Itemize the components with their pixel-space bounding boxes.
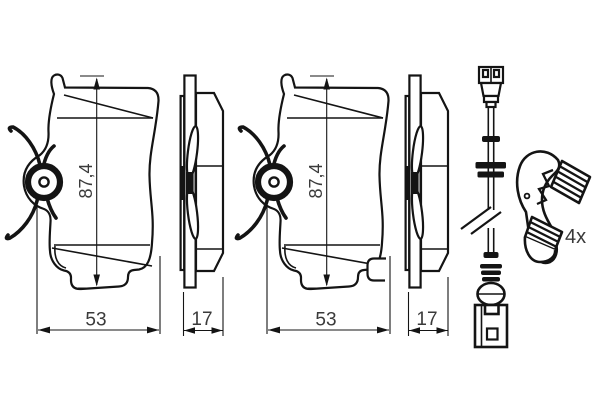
width-dim-label-left: 53	[85, 310, 106, 331]
clip-hatched-band-top-icon	[549, 159, 592, 205]
thickness-dim-label-right: 17	[416, 309, 437, 330]
pad-notch-right	[366, 257, 386, 282]
wear-sensor-cable	[460, 65, 509, 349]
height-dim-label-right: 87,4	[306, 163, 326, 198]
width-dim-label-right: 53	[315, 310, 336, 331]
thickness-dim-label-left: 17	[191, 309, 212, 330]
clip-quantity-label: 4x	[565, 226, 586, 248]
height-dim-label-left: 87,4	[76, 163, 96, 198]
cable-break-mark-icon	[460, 206, 492, 230]
brake-pad-side-right	[404, 74, 450, 289]
brake-pad-side-left	[179, 74, 225, 289]
retaining-spring-clip: 4x	[515, 150, 592, 265]
